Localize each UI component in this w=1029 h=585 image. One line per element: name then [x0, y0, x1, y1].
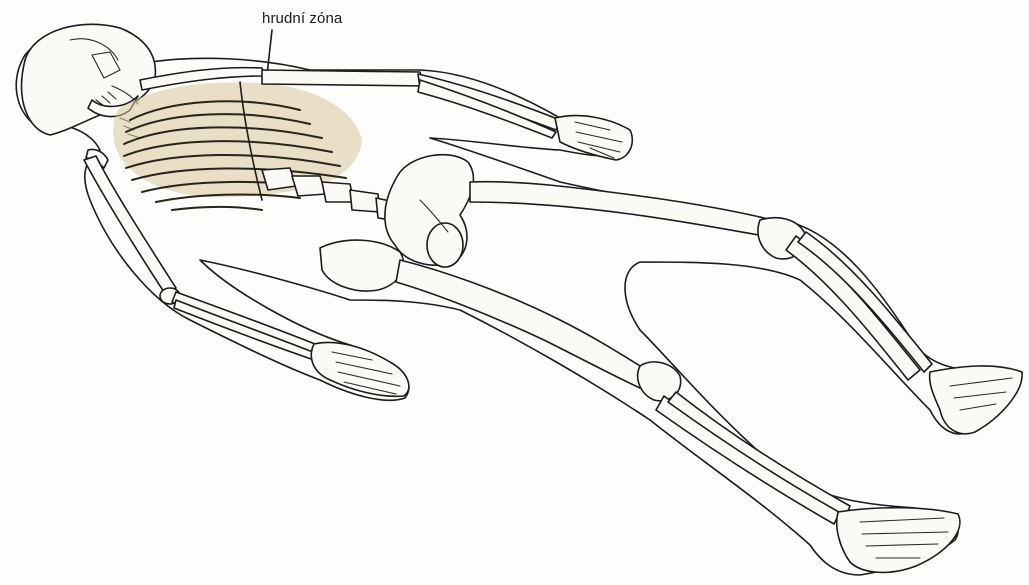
hand-upper	[555, 116, 632, 160]
hand-lower	[311, 342, 409, 396]
foot-upper	[930, 366, 1023, 434]
leg-upper	[470, 182, 1022, 434]
pelvis	[320, 155, 473, 291]
foot-lower	[837, 508, 960, 573]
annotation-label-chest-zone: hrudní zóna	[262, 10, 342, 27]
